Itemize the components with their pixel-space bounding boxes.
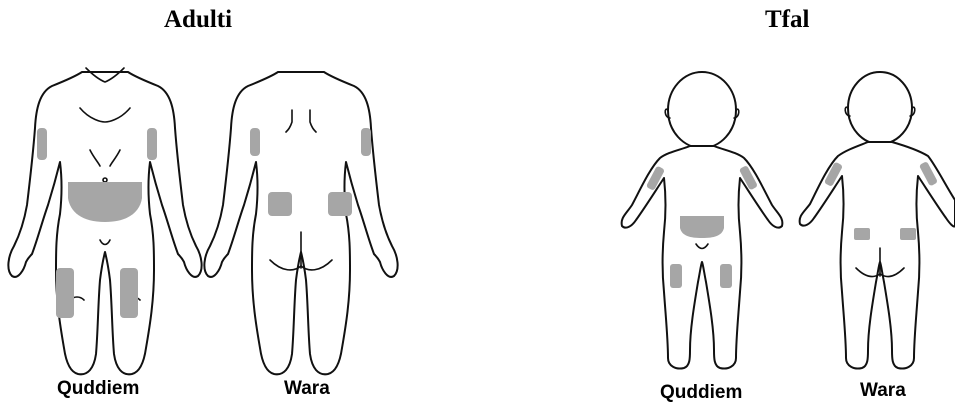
adult-back-figure [204,72,397,374]
site-adult-back-left-arm [250,128,260,156]
child-back-label: Wara [860,380,906,402]
site-child-front-abdomen [680,216,724,238]
site-adult-front-right-arm [147,128,157,160]
child-front-figure [622,72,783,369]
site-child-back-right-flank [900,228,916,240]
site-adult-back-right-arm [361,128,371,156]
child-front-label: Quddiem [660,382,742,404]
site-child-back-left-flank [854,228,870,240]
adult-back-label: Wara [284,378,330,400]
site-adult-front-left-thigh [56,268,74,318]
site-adult-back-right-flank [328,192,352,216]
adult-front-label: Quddiem [57,378,139,400]
site-child-front-left-thigh [670,264,682,288]
child-back-figure [800,72,955,369]
site-adult-front-right-thigh [120,268,138,318]
site-adult-back-left-flank [268,192,292,216]
adult-front-figure [8,68,201,374]
site-adult-front-left-arm [37,128,47,160]
site-child-front-right-thigh [720,264,732,288]
